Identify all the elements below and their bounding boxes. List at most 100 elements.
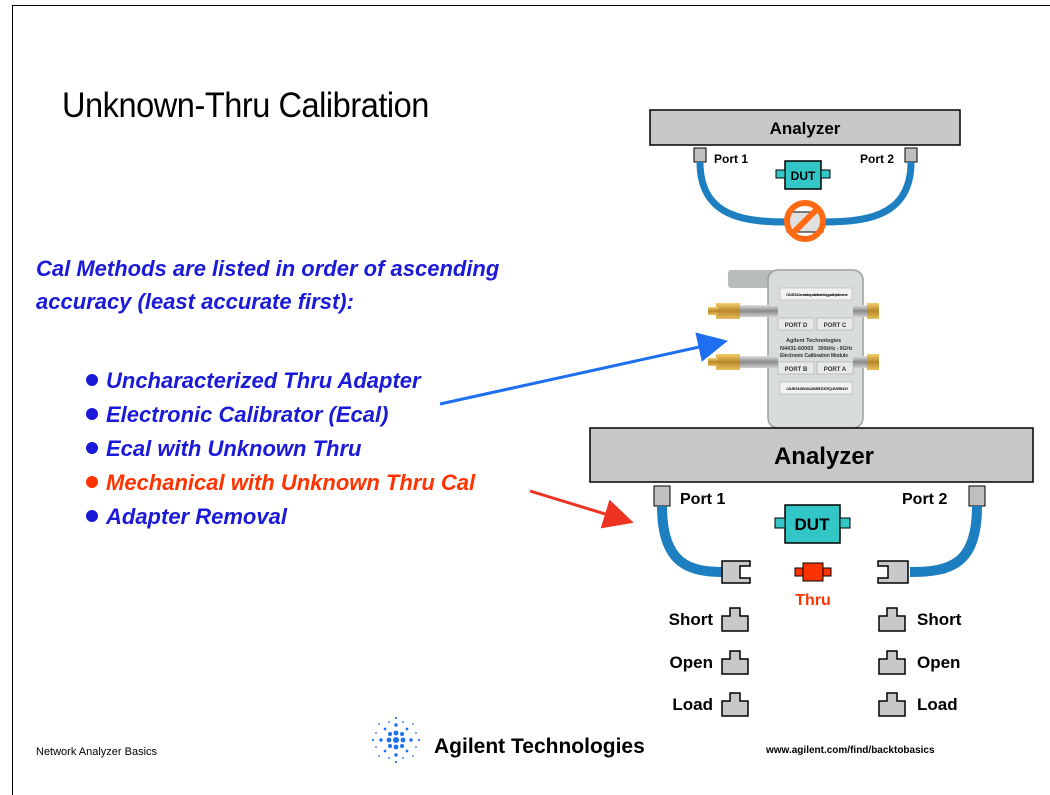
list-item: Electronic Calibrator (Ecal)	[86, 398, 475, 432]
analyzer-label: Analyzer	[774, 443, 874, 470]
dut-pin-right	[820, 169, 831, 179]
top-setup: Analyzer Port 1 Port 2 DUT	[649, 109, 961, 242]
connector-a-body	[853, 356, 869, 368]
connector-c-body	[853, 305, 869, 317]
short-standard-icon	[878, 607, 906, 632]
cable-right	[819, 161, 915, 226]
thru-pin-left	[794, 567, 804, 577]
port1-connector	[693, 147, 707, 163]
port-c-box	[816, 317, 854, 331]
dut-label: DUT	[795, 515, 831, 534]
thru-adapter	[802, 562, 824, 582]
thru-label: Thru	[795, 592, 831, 609]
dut-pin-right	[839, 517, 851, 529]
load-standard-icon	[878, 692, 906, 717]
footer-url: www.agilent.com/find/backtobasics	[766, 745, 935, 756]
right-standard-load-label: Load	[917, 695, 958, 714]
bullet-icon	[86, 510, 98, 522]
bullet-icon	[86, 442, 98, 454]
method-label: Adapter Removal	[106, 504, 287, 529]
right-standard-short-label: Short	[917, 610, 962, 629]
bullet-icon	[86, 476, 98, 488]
intro-text: Cal Methods are listed in order of ascen…	[36, 256, 500, 314]
analyzer-box	[649, 109, 961, 146]
port2-connector	[904, 147, 918, 163]
short-standard-icon	[721, 607, 749, 632]
list-item: Mechanical with Unknown Thru Cal	[86, 466, 475, 500]
ecal-top-tab	[728, 270, 776, 288]
connector-b-body	[738, 356, 778, 368]
dut-box	[784, 160, 822, 190]
left-standard-open-label: Open	[670, 653, 713, 672]
connector-d-nut	[716, 303, 740, 319]
port-a-box	[816, 361, 854, 375]
ecal-brand: Agilent Technologies	[786, 338, 841, 344]
slide-border-left	[12, 5, 13, 795]
port1-label: Port 1	[680, 491, 725, 508]
method-label: Ecal with Unknown Thru	[106, 436, 362, 461]
load-standard-icon	[721, 692, 749, 717]
port2-adapter-open	[877, 560, 909, 584]
connector-c-nut	[867, 303, 879, 319]
arrow-to-mechanical	[529, 489, 634, 529]
caution-label-top	[779, 287, 853, 301]
connector-b-nut	[716, 354, 740, 370]
open-standard-icon	[878, 650, 906, 675]
method-label: Uncharacterized Thru Adapter	[106, 368, 421, 393]
method-label: Mechanical with Unknown Thru Cal	[106, 470, 476, 495]
port-b-label: PORT B	[785, 367, 808, 373]
dut-box	[784, 504, 841, 544]
analyzer-label: Analyzer	[770, 119, 841, 138]
no-symbol-icon	[784, 200, 826, 242]
list-item: Ecal with Unknown Thru	[86, 432, 475, 466]
ecal-desc1: 300kHz - 9GHz	[818, 346, 853, 352]
ecal-model: N4431-60003	[780, 346, 813, 352]
cable-left	[696, 161, 791, 226]
right-standard-open-label: Open	[917, 653, 960, 672]
bullet-icon	[86, 408, 98, 420]
method-label: Electronic Calibrator (Ecal)	[106, 402, 389, 427]
connector-b-tip	[708, 358, 718, 366]
port-c-label: PORT C	[824, 323, 847, 329]
footer-brand: Agilent Technologies	[434, 735, 645, 758]
caution-text-top: CAUTION: Connector torque critical for a…	[786, 292, 849, 297]
port-a-label: PORT A	[824, 367, 847, 373]
cable-right	[909, 505, 982, 577]
port2-connector	[968, 485, 986, 507]
footer-left-text: Network Analyzer Basics	[36, 746, 158, 758]
bullet-icon	[86, 374, 98, 386]
port2-label: Port 2	[860, 152, 894, 166]
port1-connector	[653, 485, 671, 507]
port1-label: Port 1	[714, 152, 748, 166]
slide-title: Unknown-Thru Calibration	[62, 86, 429, 125]
slide-border-top	[12, 5, 1050, 6]
thru-pin-right	[822, 567, 832, 577]
no-symbol-slash	[789, 205, 821, 237]
connector-d-body	[738, 305, 778, 317]
agilent-logo-icon	[371, 716, 421, 764]
port-b-box	[777, 361, 815, 375]
analyzer-box	[589, 427, 1034, 483]
dut-label: DUT	[791, 169, 816, 183]
port-d-label: PORT D	[785, 323, 808, 329]
port1-adapter-open	[721, 560, 751, 584]
dut-pin-left	[775, 169, 786, 179]
connector-d-tip	[708, 307, 718, 315]
cable-left	[657, 505, 725, 577]
port2-label: Port 2	[902, 491, 947, 508]
cal-methods-list: Uncharacterized Thru Adapter Electronic …	[86, 364, 475, 534]
left-standard-load-label: Load	[672, 695, 713, 714]
open-standard-icon	[721, 650, 749, 675]
connector-a-nut	[867, 354, 879, 370]
port-d-box	[777, 317, 815, 331]
arrow-to-ecal	[439, 332, 728, 406]
dut-pin-left	[774, 517, 786, 529]
left-standard-short-label: Short	[669, 610, 714, 629]
bottom-setup: Analyzer Port 1 Port 2 DUT Thru Short Op…	[589, 427, 1034, 717]
list-item: Uncharacterized Thru Adapter	[86, 364, 475, 398]
caution-label-bottom	[779, 381, 853, 395]
list-item: Adapter Removal	[86, 500, 475, 534]
ecal-module: CAUTION: Connector torque critical for a…	[708, 269, 879, 429]
ecal-desc2: Electronic Calibration Module	[780, 353, 848, 359]
